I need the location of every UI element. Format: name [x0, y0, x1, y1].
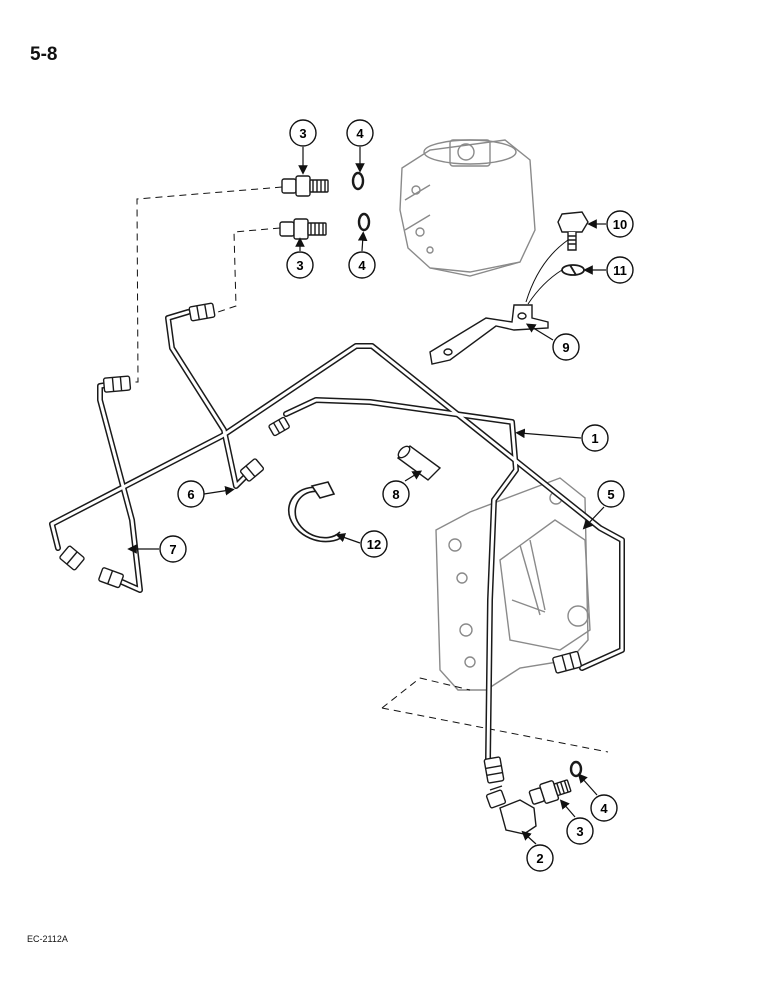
- fitting-tube5-right: [552, 650, 582, 674]
- fitting-tube1-upper: [268, 416, 290, 437]
- callout-8: 8: [382, 470, 423, 508]
- fitting-tube7-lower: [98, 567, 124, 589]
- callout-12: 12: [335, 530, 388, 558]
- elbow-fitting: [485, 785, 537, 835]
- callout-3-upper: 3: [289, 119, 317, 175]
- callout-label-5: 5: [607, 487, 614, 502]
- callout-3-lower: 3: [559, 799, 594, 845]
- callout-4-middle: 4: [348, 231, 376, 279]
- adapter-fitting-upper: [281, 175, 329, 197]
- callout-label-6: 6: [187, 487, 194, 502]
- figure-code: EC-2112A: [27, 934, 68, 944]
- o-ring-lower: [569, 760, 583, 778]
- page-number: 5-8: [30, 44, 58, 65]
- callout-label-3-middle: 3: [296, 258, 303, 273]
- tube-inner: [50, 310, 624, 762]
- callout-6: 6: [177, 480, 235, 508]
- callout-label-7: 7: [169, 542, 176, 557]
- callout-label-12: 12: [367, 537, 381, 552]
- callout-4-upper: 4: [346, 119, 374, 173]
- callout-7: 7: [127, 535, 187, 563]
- callout-4-lower: 4: [577, 773, 618, 822]
- callout-label-4-middle: 4: [358, 258, 366, 273]
- callout-label-4-lower: 4: [600, 801, 608, 816]
- callout-label-10: 10: [613, 217, 627, 232]
- callout-3-middle: 3: [286, 237, 314, 279]
- lock-washer: [561, 264, 585, 276]
- callout-label-4-upper: 4: [356, 126, 364, 141]
- fitting-tube6-upper: [188, 302, 216, 322]
- mounting-bracket: [429, 304, 549, 365]
- callout-9: 9: [525, 323, 580, 361]
- callout-label-1: 1: [591, 431, 598, 446]
- fitting-tube7-upper: [102, 375, 132, 393]
- callout-label-8: 8: [392, 487, 399, 502]
- callout-label-3-lower: 3: [576, 824, 583, 839]
- adapter-fitting-middle: [279, 218, 327, 240]
- steering-control-unit: [399, 139, 536, 277]
- dashed-leaders: [128, 186, 609, 753]
- leader-9-curves: [525, 239, 569, 305]
- callout-label-9: 9: [562, 340, 569, 355]
- callout-label-2: 2: [536, 851, 543, 866]
- tube-fittings: [59, 302, 582, 784]
- callout-label-3-upper: 3: [299, 126, 306, 141]
- callout-2: 2: [521, 830, 554, 872]
- fitting-tube1-lower: [483, 756, 505, 784]
- hose-clamp: [287, 481, 345, 543]
- fitting-tube5-left: [59, 545, 85, 571]
- callout-11: 11: [583, 256, 634, 284]
- fitting-tube6-lower: [239, 458, 265, 482]
- callout-10: 10: [587, 210, 634, 238]
- adapter-fitting-lower: [528, 779, 572, 805]
- o-ring-upper: [351, 171, 365, 191]
- callout-label-11: 11: [613, 263, 627, 278]
- callout-5: 5: [582, 480, 625, 530]
- o-ring-middle: [357, 212, 371, 232]
- callout-1: 1: [515, 424, 609, 452]
- bolt: [557, 211, 589, 251]
- sleeve: [396, 445, 442, 481]
